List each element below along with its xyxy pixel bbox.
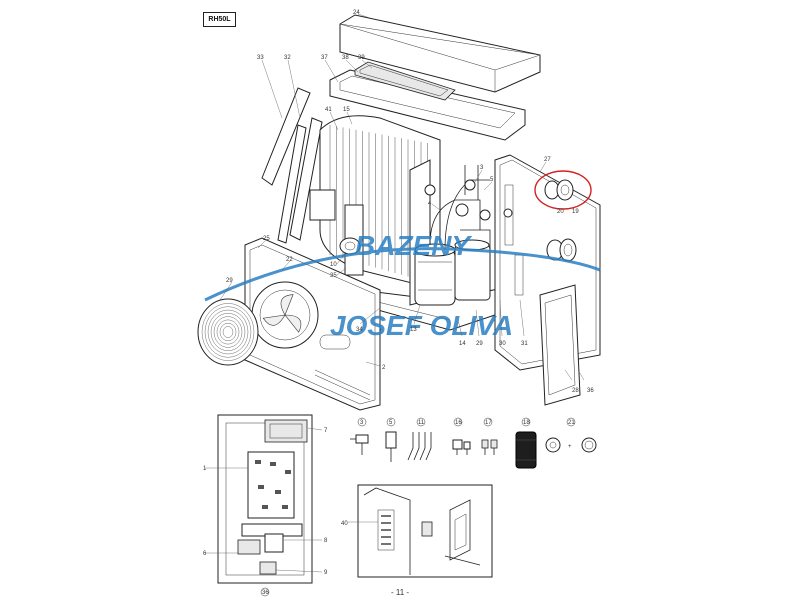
spare-parts-row: 3 5 11 16 bbox=[350, 417, 597, 469]
part-11-number: 11 bbox=[418, 420, 425, 426]
watermark-line2: JOSEF OLIVA bbox=[330, 310, 513, 341]
callout-40: 40 bbox=[341, 521, 348, 527]
callout-41: 41 bbox=[325, 107, 332, 113]
fan-grille-29 bbox=[197, 298, 259, 366]
callout-29: 29 bbox=[226, 278, 233, 284]
callout-27: 27 bbox=[544, 157, 551, 163]
heat-exchanger bbox=[454, 239, 491, 301]
part-17-number: 17 bbox=[485, 420, 492, 426]
callout-3: 3 bbox=[480, 165, 484, 171]
callout-20: 20 bbox=[557, 209, 564, 215]
part-16-pressure-switch bbox=[452, 439, 471, 455]
water-connector-lower bbox=[546, 238, 577, 262]
callout-6: 6 bbox=[203, 551, 207, 557]
callout-22: 22 bbox=[286, 257, 293, 263]
electrical-box-number: 36 bbox=[262, 590, 269, 596]
tray-38-39 bbox=[354, 61, 456, 101]
highlight-circle bbox=[534, 170, 592, 210]
callout-25: 25 bbox=[263, 236, 270, 242]
part-3-valve bbox=[350, 434, 369, 455]
watermark: BAZENY JOSEF OLIVA bbox=[204, 230, 601, 341]
callout-31: 31 bbox=[521, 341, 528, 347]
part-21-number: 21 bbox=[568, 420, 575, 426]
callout-33: 33 bbox=[257, 55, 264, 61]
watermark-line1: BAZENY bbox=[355, 230, 472, 261]
part-16-number: 16 bbox=[455, 420, 462, 426]
callout-29-b: 29 bbox=[476, 341, 483, 347]
detail-box-40: 40 bbox=[341, 484, 493, 578]
callout-19: 19 bbox=[572, 209, 579, 215]
left-side-panel-33 bbox=[261, 87, 311, 244]
callout-37: 37 bbox=[321, 55, 328, 61]
callout-8: 8 bbox=[324, 538, 328, 544]
callout-7: 7 bbox=[324, 428, 328, 434]
part-3-number: 3 bbox=[360, 420, 364, 426]
callout-5: 5 bbox=[490, 177, 494, 183]
callout-1: 1 bbox=[203, 466, 207, 472]
part-5-number: 5 bbox=[389, 420, 393, 426]
callout-24: 24 bbox=[353, 10, 360, 16]
callout-labels: 24 33 32 37 38 39 41 15 3 4 5 27 20 19 bbox=[219, 10, 594, 394]
callout-39: 39 bbox=[358, 55, 365, 61]
callout-32: 32 bbox=[284, 55, 291, 61]
callout-2: 2 bbox=[382, 365, 386, 371]
top-cover-24 bbox=[339, 14, 541, 93]
page-number: - 11 - bbox=[390, 588, 410, 597]
callout-9: 9 bbox=[324, 570, 328, 576]
part-17-valve-core bbox=[481, 439, 498, 455]
inner-frame-15 bbox=[329, 69, 526, 141]
front-panel-2 bbox=[244, 237, 381, 411]
water-connector-upper-20-19 bbox=[544, 179, 574, 201]
rear-panel-28 bbox=[539, 284, 581, 406]
left-panel-32 bbox=[289, 117, 323, 241]
model-label: RH50L bbox=[203, 12, 236, 27]
callout-4: 4 bbox=[428, 201, 432, 207]
part-18-filter-drier bbox=[515, 431, 537, 469]
part-21-union bbox=[545, 437, 597, 453]
electrical-box bbox=[205, 414, 323, 584]
callout-30: 30 bbox=[499, 341, 506, 347]
callout-36: 36 bbox=[587, 388, 594, 394]
callout-14: 14 bbox=[459, 341, 466, 347]
callout-15: 15 bbox=[343, 107, 350, 113]
electrical-callouts: 7 1 8 6 9 36 bbox=[203, 428, 328, 597]
part-18-number: 18 bbox=[523, 420, 530, 426]
callout-10: 10 bbox=[330, 262, 337, 268]
plus-sign: + bbox=[568, 444, 572, 450]
callout-35: 35 bbox=[330, 273, 337, 279]
callout-28: 28 bbox=[572, 388, 579, 394]
callout-38: 38 bbox=[342, 55, 349, 61]
part-11-sensors bbox=[407, 432, 432, 461]
callout-34: 34 bbox=[356, 327, 363, 333]
callout-13: 13 bbox=[410, 327, 417, 333]
part-5-switch bbox=[385, 431, 397, 462]
refrigerant-piping bbox=[424, 165, 491, 271]
